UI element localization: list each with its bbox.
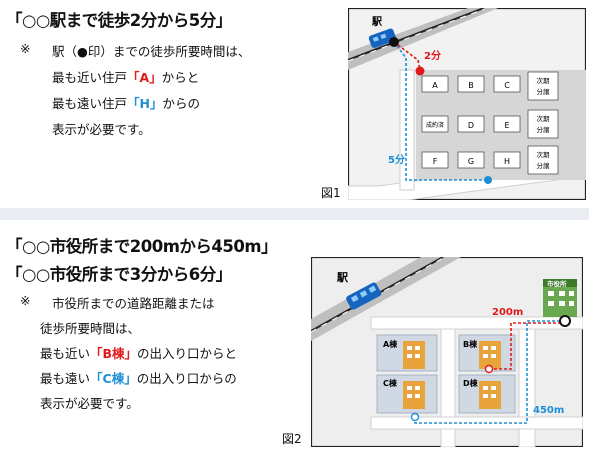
figure2-map: A棟 B棟 C棟 D棟 市役所 駅 200m 450m — [311, 257, 583, 447]
unit-e: E — [504, 121, 509, 130]
section1-line2-highlight: 「A」 — [127, 70, 162, 85]
station-marker — [389, 37, 399, 47]
far-time-label: 5分 — [388, 153, 405, 166]
building-icon-c — [403, 381, 425, 409]
unit-d: D — [468, 121, 474, 130]
future-unit-1-line2: 分譲 — [537, 87, 551, 96]
station-label: 駅 — [336, 271, 348, 284]
building-icon-d — [479, 381, 501, 409]
section2-note-mark: ※ — [20, 293, 31, 308]
future-unit-1-line1: 次期 — [537, 76, 551, 85]
unit-h-marker — [484, 176, 492, 184]
city-hall-entrance — [559, 315, 571, 327]
train-icon — [346, 282, 382, 310]
section2-heading2: 「○○市役所まで3分から6分」 — [6, 265, 232, 284]
unit-a: A — [432, 81, 438, 90]
building-b-entrance — [484, 364, 494, 374]
section2-line3-highlight: 「B棟」 — [90, 346, 138, 361]
unit-b: B — [468, 81, 474, 90]
far-distance-label: 450m — [533, 405, 564, 416]
section1-line3-post: からの — [162, 96, 200, 111]
future-unit-2-line2: 分譲 — [537, 125, 551, 134]
future-unit-2-line1: 次期 — [537, 114, 551, 123]
near-time-label: 2分 — [424, 49, 441, 62]
section1-line4: 表示が必要です。 — [52, 122, 151, 137]
building-label-c: C棟 — [383, 378, 398, 388]
near-distance-label: 200m — [492, 307, 523, 318]
future-unit-3-line2: 分譲 — [537, 161, 551, 170]
section2-line4-post: の出入り口からの — [136, 371, 237, 386]
figure1-map: A B C 成約済 D E F G H 次期 分譲 次期 分譲 次期 分譲 駅 … — [348, 8, 586, 200]
building-icon-b — [479, 341, 501, 369]
building-label-d: D棟 — [463, 378, 479, 388]
section1-line2-pre: 最も近い住戸 — [52, 70, 128, 85]
unit-sold: 成約済 — [426, 121, 444, 129]
section2-line2: 徒歩所要時間は、 — [40, 321, 141, 336]
unit-c: C — [504, 81, 510, 90]
section2-line4-highlight: 「C棟」 — [90, 371, 137, 386]
building-label-b: B棟 — [463, 339, 478, 349]
figure1-label: 図1 — [321, 186, 341, 200]
building-icon-a — [403, 341, 425, 369]
building-c-entrance — [410, 412, 420, 422]
unit-g: G — [468, 157, 474, 166]
city-hall-icon — [543, 279, 577, 317]
unit-a-marker — [415, 66, 425, 76]
near-route-line — [489, 322, 563, 370]
section1-note-mark: ※ — [20, 41, 31, 56]
section2-line4-pre: 最も遠い — [40, 371, 91, 386]
section1-line2-post: からと — [161, 70, 200, 85]
section1-line3-highlight: 「H」 — [127, 96, 163, 111]
station-label: 駅 — [371, 16, 383, 28]
unit-f: F — [433, 157, 438, 166]
city-hall-label: 市役所 — [547, 279, 567, 288]
unit-h: H — [504, 157, 510, 166]
section1-line2: 最も近い住戸「A」からと — [52, 67, 199, 86]
section-divider — [0, 208, 589, 220]
far-route-line — [393, 41, 488, 181]
section2-heading1: 「○○市役所まで200mから450m」 — [6, 237, 278, 256]
far-route-line — [414, 320, 563, 424]
figure2-label: 図2 — [282, 432, 302, 446]
section1-line3: 最も遠い住戸「H」からの — [52, 93, 200, 112]
section2-line3-pre: 最も近い — [40, 346, 91, 361]
future-unit-3-line1: 次期 — [537, 150, 551, 159]
section1-heading: 「○○駅まで徒歩2分から5分」 — [6, 11, 232, 30]
section2-line3: 最も近い「B棟」の出入り口からと — [40, 343, 237, 362]
section2-line4: 最も遠い「C棟」の出入り口からの — [40, 368, 237, 387]
section1-line3-pre: 最も遠い住戸 — [52, 96, 128, 111]
building-label-a: A棟 — [383, 339, 398, 349]
section2-line1: 市役所までの道路距離または — [52, 296, 215, 311]
train-icon — [368, 28, 397, 48]
section2-line5: 表示が必要です。 — [40, 396, 139, 411]
section2-line3-post: の出入り口からと — [137, 346, 238, 361]
figure1-units — [421, 71, 559, 175]
section1-line1: 駅（●印）までの徒歩所要時間は、 — [52, 44, 251, 59]
